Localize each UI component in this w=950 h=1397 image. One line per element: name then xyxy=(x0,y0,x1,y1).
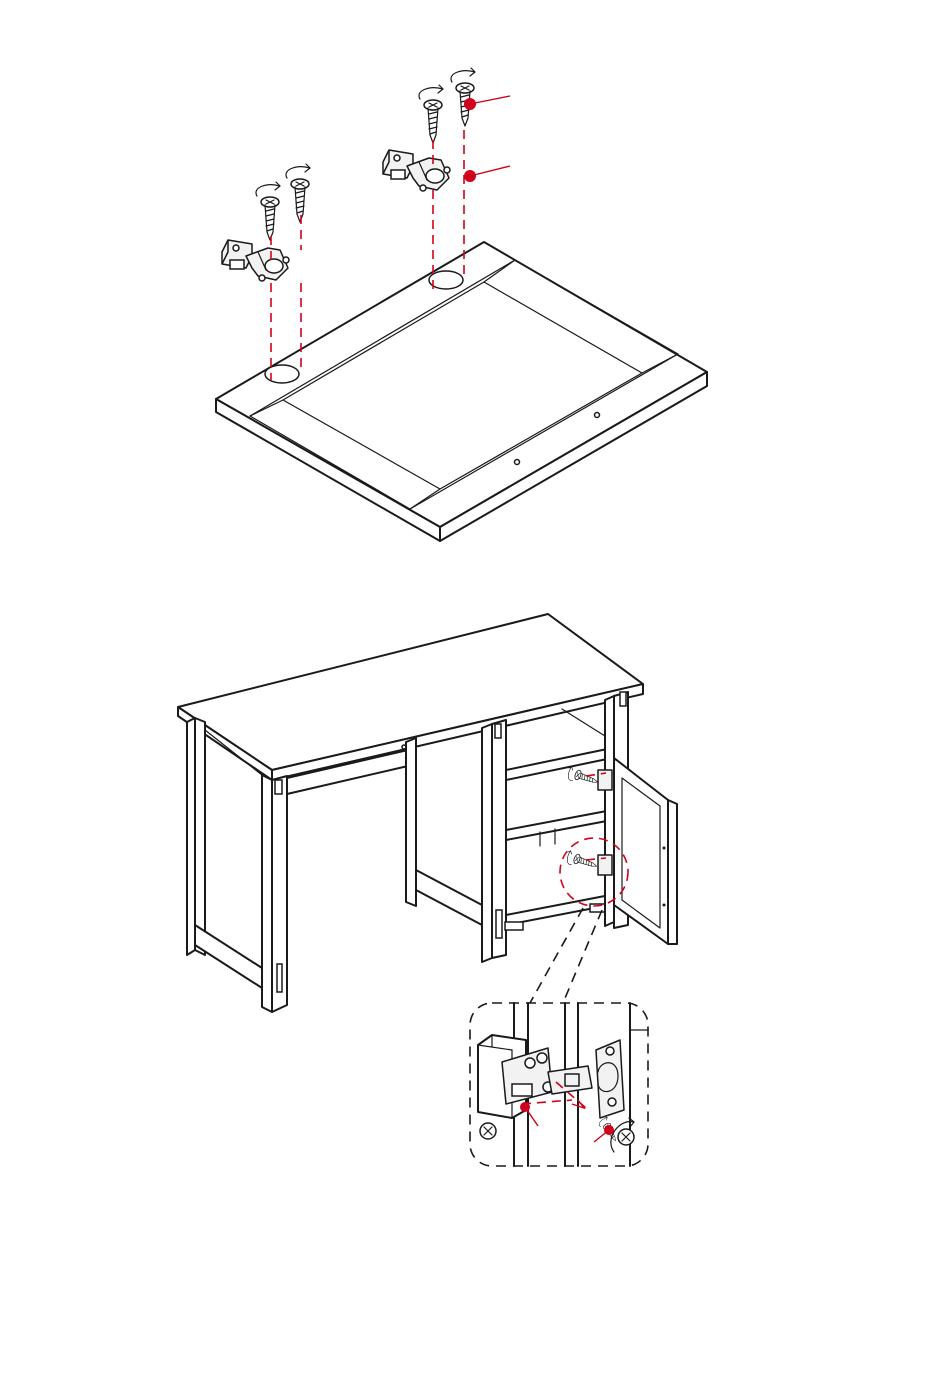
hinge-icon xyxy=(222,240,289,281)
hinge-cup-hole xyxy=(265,365,299,383)
screw-icon xyxy=(286,164,310,222)
hinge-icon xyxy=(383,150,450,191)
door-panel-figure xyxy=(216,68,707,541)
screw-icon xyxy=(451,68,475,126)
hinge-detail xyxy=(470,1003,648,1166)
knob-hole xyxy=(515,460,520,465)
hinge-cup-hole xyxy=(429,271,463,289)
desk-figure xyxy=(178,614,677,1012)
screw-icon xyxy=(256,182,280,240)
knob-hole xyxy=(595,413,600,418)
screw-icon xyxy=(419,85,443,143)
